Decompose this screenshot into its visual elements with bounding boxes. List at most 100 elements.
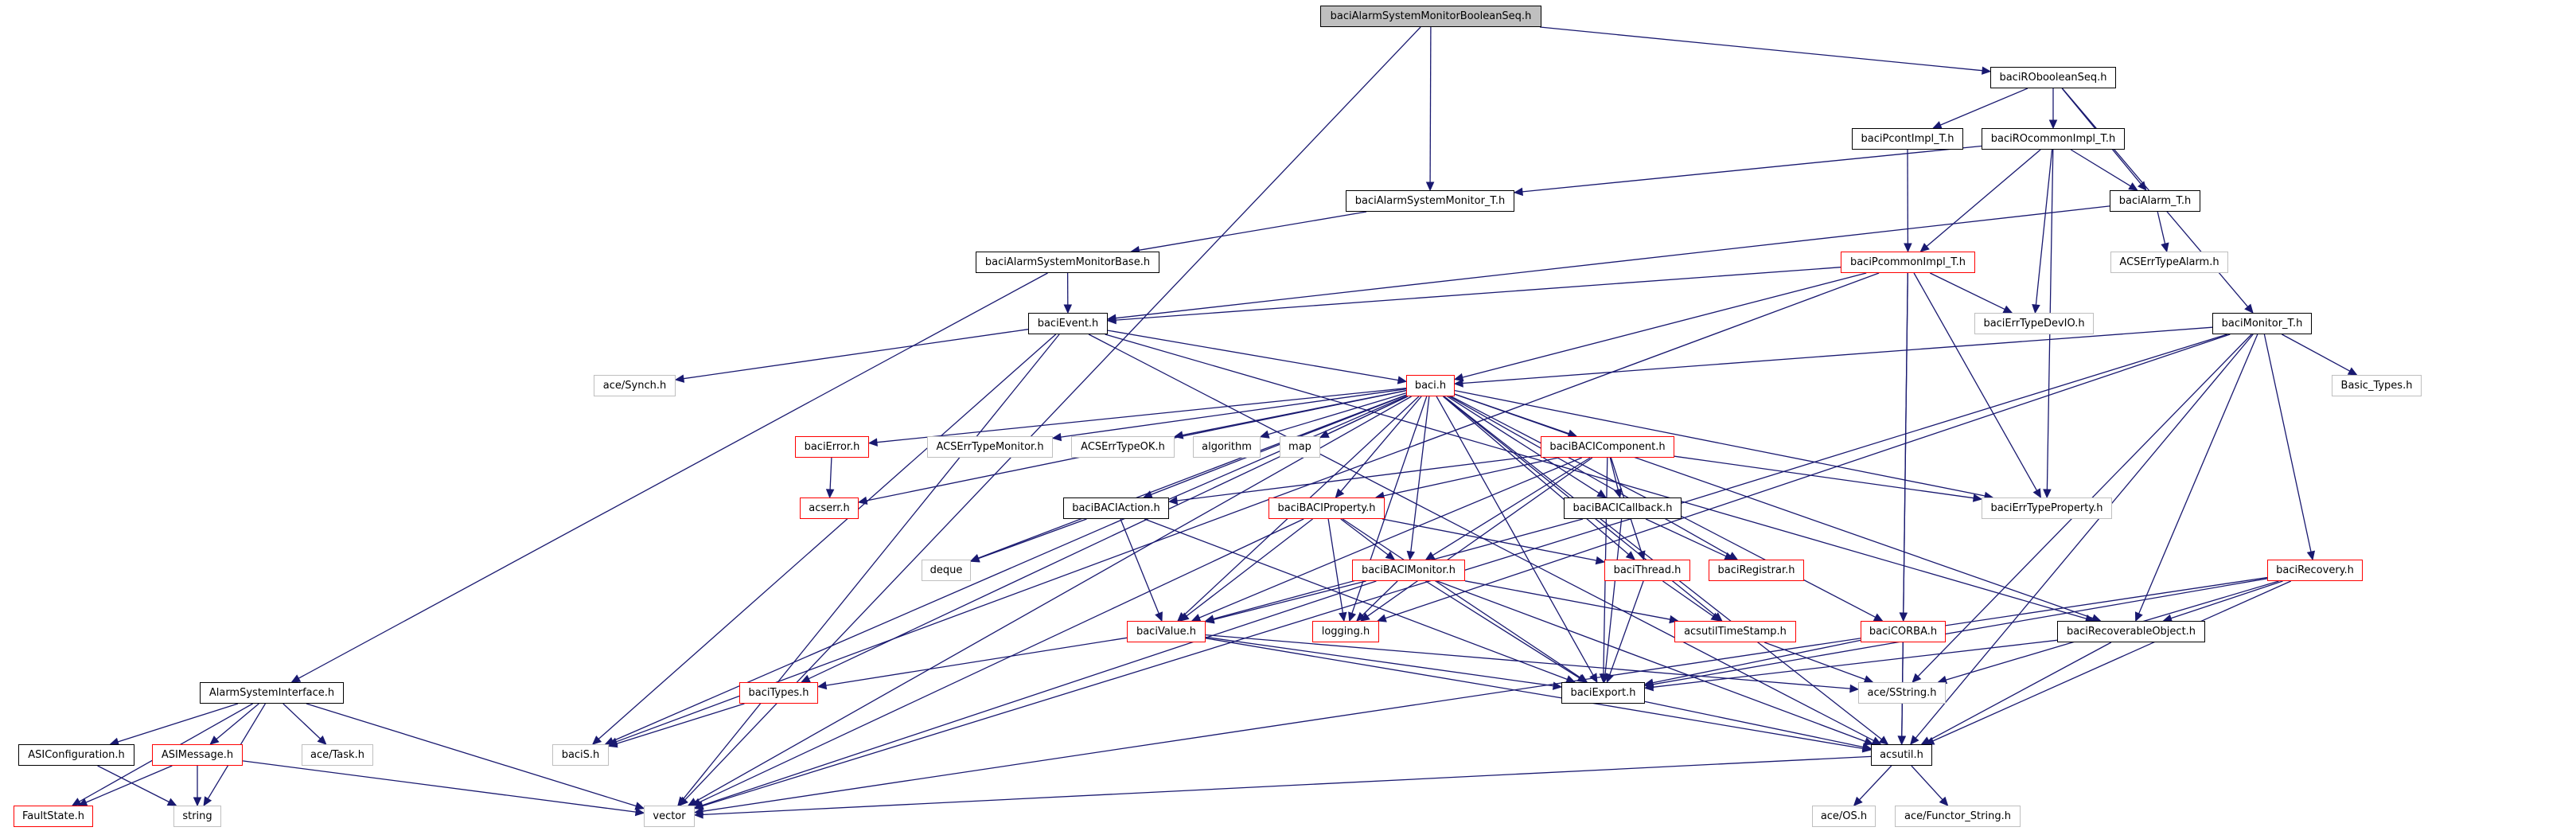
node-acserrok[interactable]: ACSErrTypeOK.h [1071, 436, 1175, 458]
node-asimsg[interactable]: ASIMessage.h [152, 744, 243, 766]
edge-value-to-export [1206, 637, 1553, 685]
edge-monitorT-to-logging [1385, 334, 2231, 618]
arrowhead-icon [1397, 377, 1406, 384]
node-label: vector [653, 810, 685, 822]
edge-monitorT-to-basictypes [2282, 334, 2349, 371]
node-deque[interactable]: deque [922, 560, 971, 581]
node-asmonbase[interactable]: baciAlarmSystemMonitorBase.h [976, 252, 1159, 273]
arrowhead-icon [1261, 431, 1269, 439]
node-asmonT[interactable]: baciAlarmSystemMonitor_T.h [1346, 190, 1514, 212]
node-errprop[interactable]: baciErrTypeProperty.h [1982, 497, 2112, 519]
arrowhead-icon [1053, 434, 1062, 441]
edge-alarmT-to-acserralarm [2157, 212, 2165, 244]
node-recovery[interactable]: baciRecovery.h [2267, 560, 2363, 581]
node-error[interactable]: baciError.h [795, 436, 869, 458]
node-errdevio[interactable]: baciErrTypeDevIO.h [1974, 313, 2094, 334]
arrowhead-icon [1898, 736, 1905, 744]
edge-component-to-callback [1610, 458, 1618, 490]
node-baci[interactable]: baci.h [1406, 375, 1455, 396]
node-asiconf[interactable]: ASIConfiguration.h [18, 744, 134, 766]
node-value[interactable]: baciValue.h [1127, 621, 1206, 642]
arrowhead-icon [1169, 497, 1178, 505]
edge-component-to-logging [1367, 458, 1592, 616]
arrowhead-icon [2348, 368, 2357, 375]
node-label: string [182, 810, 212, 822]
node-action[interactable]: baciBACIAction.h [1063, 497, 1169, 519]
node-callback[interactable]: baciBACICallback.h [1564, 497, 1682, 519]
node-label: ACSErrTypeAlarm.h [2119, 256, 2219, 268]
edge-export-to-acsutil [1645, 701, 1863, 747]
node-map[interactable]: map [1280, 436, 1320, 458]
node-component[interactable]: baciBACIComponent.h [1541, 436, 1674, 458]
node-pcommonimpl[interactable]: baciPcommonImpl_T.h [1841, 252, 1975, 273]
node-functor[interactable]: ace/Functor_String.h [1895, 806, 2021, 827]
edge-property-to-value [1187, 519, 1313, 616]
arrowhead-icon [2050, 120, 2057, 128]
arrowhead-icon [1426, 552, 1435, 560]
node-root[interactable]: baciAlarmSystemMonitorBooleanSeq.h [1320, 6, 1541, 27]
node-label: ASIMessage.h [162, 749, 233, 761]
node-string[interactable]: string [173, 806, 221, 827]
node-vector[interactable]: vector [644, 806, 695, 827]
edge-event-to-baci [1108, 330, 1398, 380]
arrowhead-icon [636, 809, 645, 816]
node-algorithm[interactable]: algorithm [1193, 436, 1261, 458]
edge-monitorT-to-baci [1463, 327, 2212, 383]
node-bacis[interactable]: baciS.h [552, 744, 609, 766]
node-registrar[interactable]: baciRegistrar.h [1709, 560, 1804, 581]
node-synch[interactable]: ace/Synch.h [594, 375, 676, 396]
arrowhead-icon [292, 675, 301, 682]
node-label: baciAlarmSystemMonitorBase.h [985, 256, 1150, 268]
node-event[interactable]: baciEvent.h [1028, 313, 1108, 334]
node-timestamp[interactable]: acsutilTimeStamp.h [1674, 621, 1796, 642]
node-aceos[interactable]: ace/OS.h [1812, 806, 1876, 827]
edge-rocommonimpl-to-errdevio [2036, 150, 2052, 305]
edge-action-to-deque [978, 519, 1086, 559]
edge-component-to-property [1384, 458, 1558, 496]
edge-thread-to-timestamp [1662, 581, 1713, 616]
arrowhead-icon [2003, 306, 2012, 313]
node-recobj[interactable]: baciRecoverableObject.h [2057, 621, 2205, 642]
node-label: ASIConfiguration.h [28, 749, 125, 761]
node-acetask[interactable]: ace/Task.h [302, 744, 373, 766]
node-label: baci.h [1415, 380, 1446, 392]
edge-acsutil-to-functor [1912, 766, 1943, 800]
arrowhead-icon [1339, 612, 1346, 621]
node-types[interactable]: baciTypes.h [739, 682, 818, 704]
node-export[interactable]: baciExport.h [1561, 682, 1645, 704]
node-logging[interactable]: logging.h [1312, 621, 1379, 642]
node-acsutil[interactable]: acsutil.h [1871, 744, 1932, 766]
node-property[interactable]: baciBACIProperty.h [1269, 497, 1385, 519]
arrowhead-icon [1873, 737, 1881, 744]
node-label: deque [930, 564, 963, 576]
node-acserrmon[interactable]: ACSErrTypeMonitor.h [927, 436, 1053, 458]
node-faultstate[interactable]: FaultState.h [14, 806, 93, 827]
node-pcontimpl[interactable]: baciPcontImpl_T.h [1852, 128, 1963, 150]
node-label: acsutil.h [1880, 749, 1923, 761]
node-corba[interactable]: baciCORBA.h [1861, 621, 1946, 642]
node-rocommonimpl[interactable]: baciROcommonImpl_T.h [1982, 128, 2125, 150]
arrowhead-icon [2136, 612, 2142, 621]
node-bacimonitor[interactable]: baciBACIMonitor.h [1352, 560, 1465, 581]
node-roboolseq[interactable]: baciRObooleanSeq.h [1990, 67, 2116, 88]
node-acserralarm[interactable]: ACSErrTypeAlarm.h [2110, 252, 2228, 273]
edge-corba-to-export [1653, 640, 1861, 682]
node-label: baciValue.h [1136, 626, 1196, 638]
edge-bacimonitor-to-export [1425, 581, 1579, 678]
edge-callback-to-export [1605, 519, 1622, 674]
node-basictypes[interactable]: Basic_Types.h [2332, 375, 2422, 396]
edge-component-to-action [1177, 455, 1541, 501]
edge-bacimonitor-to-acsutil [1437, 581, 1865, 742]
edge-property-to-vector [700, 519, 1304, 802]
node-monitorT[interactable]: baciMonitor_T.h [2212, 313, 2312, 334]
node-thread[interactable]: baciThread.h [1604, 560, 1690, 581]
node-sstring[interactable]: ace/SString.h [1858, 682, 1946, 704]
node-asi[interactable]: AlarmSystemInterface.h [200, 682, 344, 704]
arrowhead-icon [2308, 551, 2315, 560]
node-alarmT[interactable]: baciAlarm_T.h [2110, 190, 2200, 212]
node-label: baciAlarmSystemMonitorBooleanSeq.h [1331, 10, 1532, 22]
node-label: Basic_Types.h [2341, 380, 2413, 392]
node-acserr[interactable]: acserr.h [800, 497, 859, 519]
edge-monitorT-to-acsutil [1915, 334, 2253, 738]
